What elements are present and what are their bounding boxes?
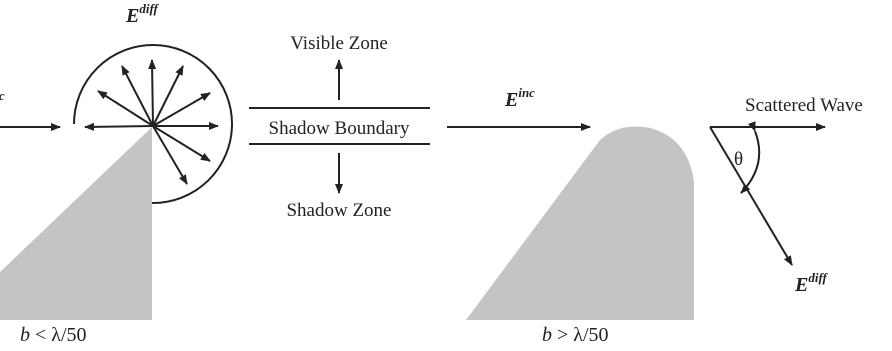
sharp-wedge (0, 127, 152, 320)
center-panel: Visible Zone Shadow Boundary Shadow Zone (249, 33, 430, 221)
diffracted-ray-9 (153, 126, 187, 184)
diffracted-label-left: Ediff (125, 1, 160, 27)
visible-zone-label: Visible Zone (290, 33, 388, 54)
rounded-wedge (466, 127, 694, 321)
angle-theta-label: θ (734, 149, 743, 170)
incident-label-left: inc (0, 88, 5, 103)
shadow-boundary-label: Shadow Boundary (269, 118, 410, 139)
right-panel: Einc Scattered Wave θ Ediff b > λ/50 (447, 85, 863, 346)
diffracted-ray-8 (153, 126, 210, 161)
scattered-wave-label: Scattered Wave (745, 95, 863, 116)
incident-label-right: Einc (504, 85, 535, 111)
caption-left: b < λ/50 (20, 324, 87, 346)
caption-right: b > λ/50 (542, 324, 609, 346)
left-panel: inc Ediff b < λ/50 (0, 1, 232, 346)
diffracted-ray-4 (152, 60, 153, 126)
diffracted-label-right: Ediff (794, 270, 829, 296)
diffracted-arrow-right (710, 127, 792, 265)
shadow-zone-label: Shadow Zone (286, 200, 391, 221)
diffracted-ray-1 (85, 126, 153, 127)
